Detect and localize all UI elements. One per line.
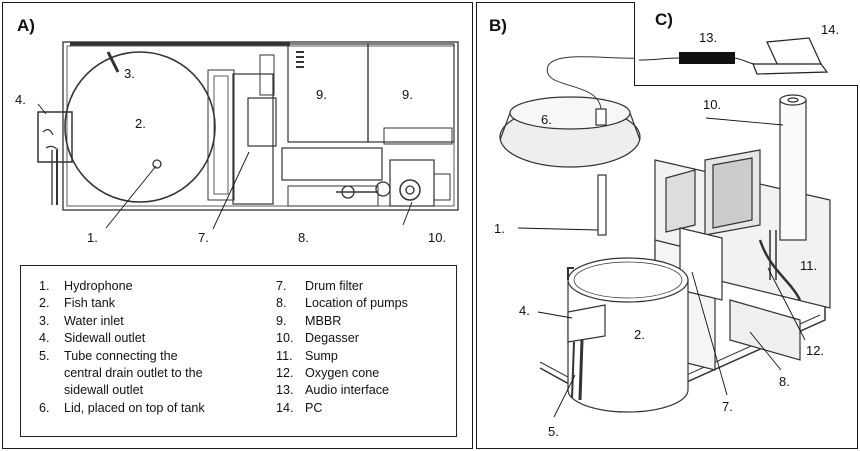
label-a-4: 4. [15,92,26,107]
panel-b-label: B) [489,16,507,35]
label-b-4: 4. [519,303,530,318]
label-b-1: 1. [494,221,505,236]
drum-filter [232,73,274,205]
legend-box: 1.Hydrophone 2.Fish tank 3.Water inlet 4… [20,265,457,437]
hydrophone-marker [152,159,162,169]
panel-c-diagram: 13. 14. [638,22,839,75]
label-a-9-right: 9. [402,87,413,102]
mbbr-tank-2 [367,43,455,143]
legend-item: 13.Audio interface [276,383,390,398]
panel-c: C) 13. 14. [634,2,858,86]
label-a-8: 8. [298,230,309,245]
legend-column-left: 1.Hydrophone 2.Fish tank 3.Water inlet 4… [39,278,269,417]
audio-interface [679,52,735,64]
legend-item: 10.Degasser [276,331,359,346]
legend-item: 14.PC [276,400,323,415]
legend-item: 5.Tube connecting the central drain outl… [39,348,203,398]
fish-tank-circle [64,51,216,203]
legend-item: 9.MBBR [276,313,342,328]
label-b-2: 2. [634,327,645,342]
skid-frame [62,41,459,211]
label-b-5: 5. [548,424,559,439]
panel-a-label: A) [17,16,35,35]
legend-item: 6.Lid, placed on top of tank [39,400,205,415]
label-c-14: 14. [821,22,839,37]
label-a-2: 2. [135,116,146,131]
label-b-7: 7. [722,399,733,414]
label-a-10: 10. [428,230,446,245]
sump-area [281,147,383,181]
legend-item: 4.Sidewall outlet [39,331,146,346]
sidewall-outlet-3d [567,304,606,343]
sidewall-outlet [37,111,73,163]
legend-item: 2.Fish tank [39,296,116,311]
legend-item: 3.Water inlet [39,313,124,328]
label-a-9-left: 9. [316,87,327,102]
label-a-3: 3. [124,66,135,81]
label-b-11: 11. [800,258,817,273]
pc-laptop-base [752,63,829,75]
panel-a: A) [2,2,473,449]
oxygen-cone-column [779,99,807,241]
hydrophone [597,174,607,236]
legend-item: 8.Location of pumps [276,296,408,311]
label-b-12: 12. [806,343,824,358]
legend-item: 1.Hydrophone [39,279,133,293]
panel-a-topview-diagram: 3. 4. 2. 1. 7. 8. 9. 9. 10. [15,41,459,245]
label-a-1: 1. [87,230,98,245]
legend-item: 11.Sump [276,348,338,363]
label-c-13: 13. [699,30,717,45]
legend-column-right: 7.Drum filter 8.Location of pumps 9.MBBR… [276,278,451,417]
label-b-6: 6. [541,112,552,127]
legend-item: 12.Oxygen cone [276,366,380,381]
label-b-10: 10. [703,97,721,112]
legend-item: 7.Drum filter [276,279,364,293]
label-a-7: 7. [198,230,209,245]
label-b-8: 8. [779,374,790,389]
panel-c-label: C) [655,10,673,29]
water-inlet [106,51,120,73]
